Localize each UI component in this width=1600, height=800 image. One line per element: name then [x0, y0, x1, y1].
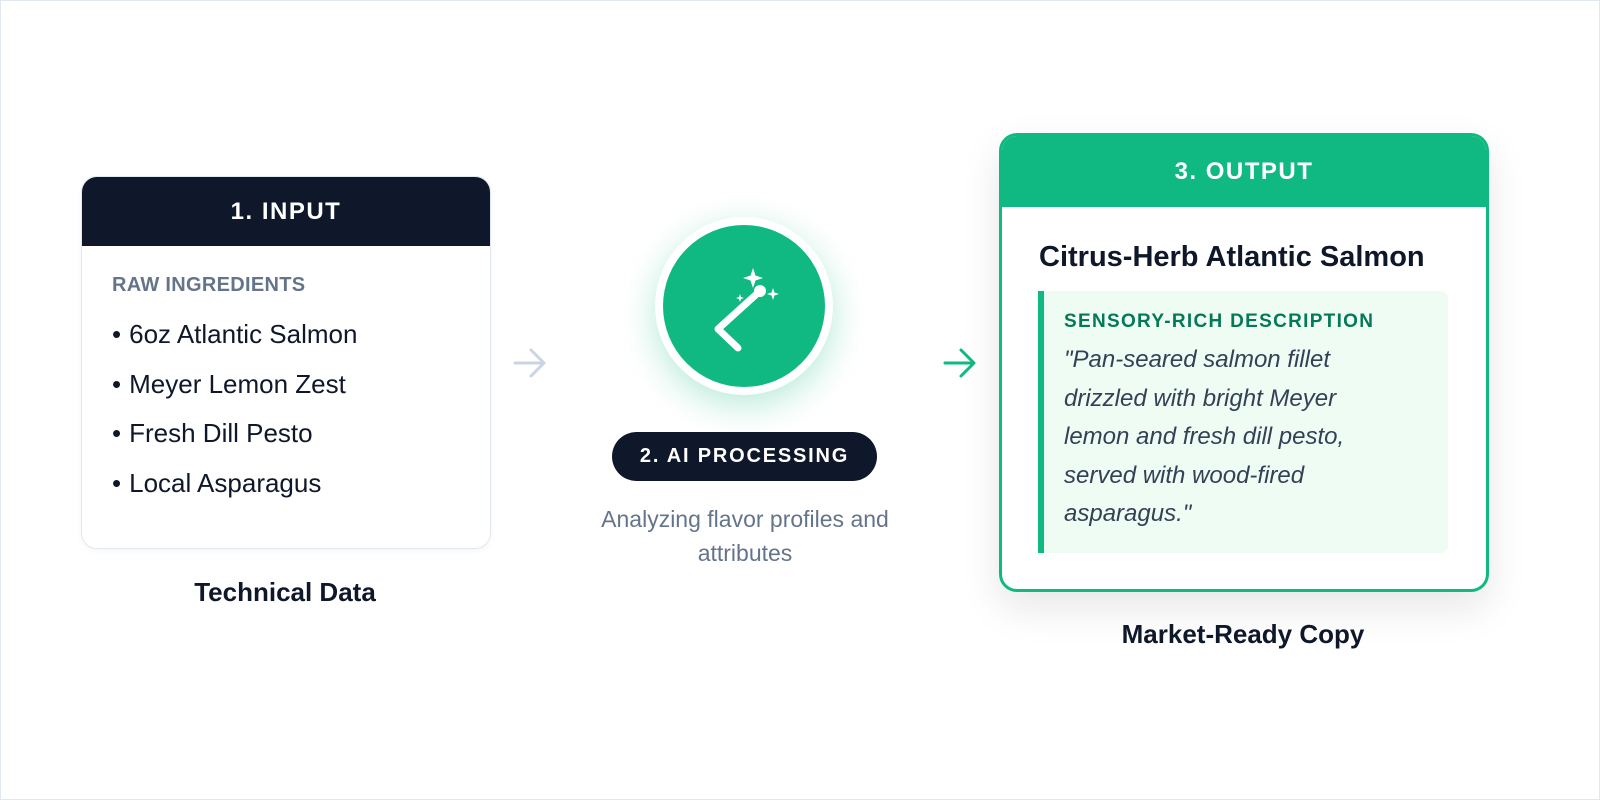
raw-ingredients-heading: RAW INGREDIENTS	[112, 274, 306, 296]
description-box: SENSORY-RICH DESCRIPTION "Pan-seared sal…	[1038, 291, 1448, 553]
ai-processing-description: Analyzing flavor profiles and attributes	[601, 506, 889, 566]
ingredient-item: Local Asparagus	[112, 464, 460, 514]
input-card: 1. INPUT RAW INGREDIENTS 6oz Atlantic Sa…	[81, 176, 491, 549]
arrow-right-icon	[513, 348, 546, 378]
output-header: 3. OUTPUT	[1002, 136, 1486, 207]
input-body: RAW INGREDIENTS 6oz Atlantic Salmon Meye…	[82, 246, 490, 513]
description-text: "Pan-seared salmon fillet drizzled with …	[1064, 346, 1345, 527]
ai-circle	[663, 225, 825, 387]
output-card: 3. OUTPUT Citrus-Herb Atlantic Salmon SE…	[999, 133, 1489, 592]
magic-wand-icon	[714, 268, 779, 352]
description-label: SENSORY-RICH DESCRIPTION	[1064, 311, 1375, 332]
ingredient-item: Meyer Lemon Zest	[112, 365, 460, 415]
technical-data-caption: Technical Data	[194, 577, 376, 607]
input-header: 1. INPUT	[82, 177, 490, 246]
ai-processing-label: 2. AI PROCESSING	[612, 432, 877, 481]
ai-processing-badge	[655, 217, 833, 395]
arrow-right-icon	[943, 348, 976, 378]
ingredient-item: 6oz Atlantic Salmon	[112, 315, 460, 365]
ingredient-item: Fresh Dill Pesto	[112, 414, 460, 464]
market-ready-caption: Market-Ready Copy	[1121, 619, 1365, 649]
ingredient-list: 6oz Atlantic Salmon Meyer Lemon Zest Fre…	[112, 315, 460, 513]
dish-title: Citrus-Herb Atlantic Salmon	[1039, 241, 1425, 273]
